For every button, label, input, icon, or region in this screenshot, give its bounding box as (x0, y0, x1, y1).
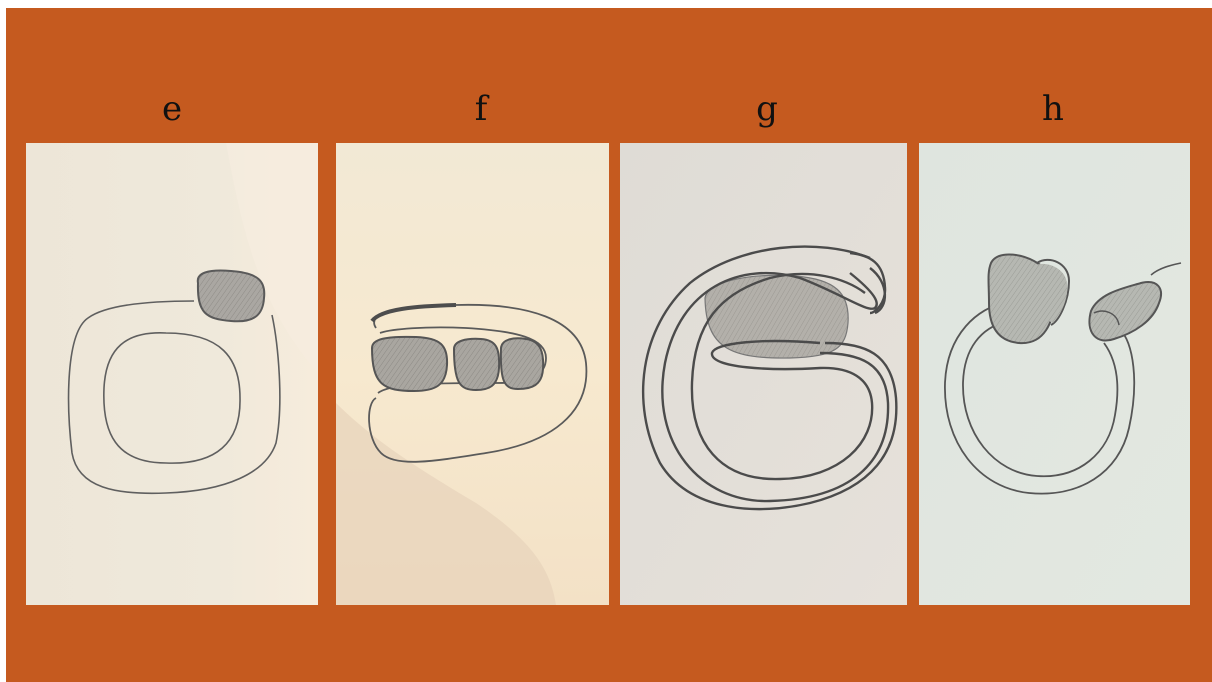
panel-label-f: f (475, 92, 488, 126)
stone-e (198, 271, 265, 322)
sketch-panel-g (620, 143, 907, 605)
panel-label-h: h (1042, 92, 1064, 126)
sketch-f-drawing (336, 143, 609, 605)
sketch-panel-h (919, 143, 1190, 605)
sketch-panel-f (336, 143, 609, 605)
stone-f-2 (454, 339, 499, 390)
sketch-g-drawing (620, 143, 907, 605)
stone-f-1 (372, 337, 447, 391)
panel-label-g: g (756, 92, 778, 126)
sketch-panel-e (26, 143, 318, 605)
sketch-h-drawing (919, 143, 1190, 605)
stone-f-3 (501, 338, 543, 389)
panel-label-e: e (162, 92, 182, 126)
sketch-e-drawing (26, 143, 318, 605)
slide-background: e f g h (6, 8, 1212, 682)
